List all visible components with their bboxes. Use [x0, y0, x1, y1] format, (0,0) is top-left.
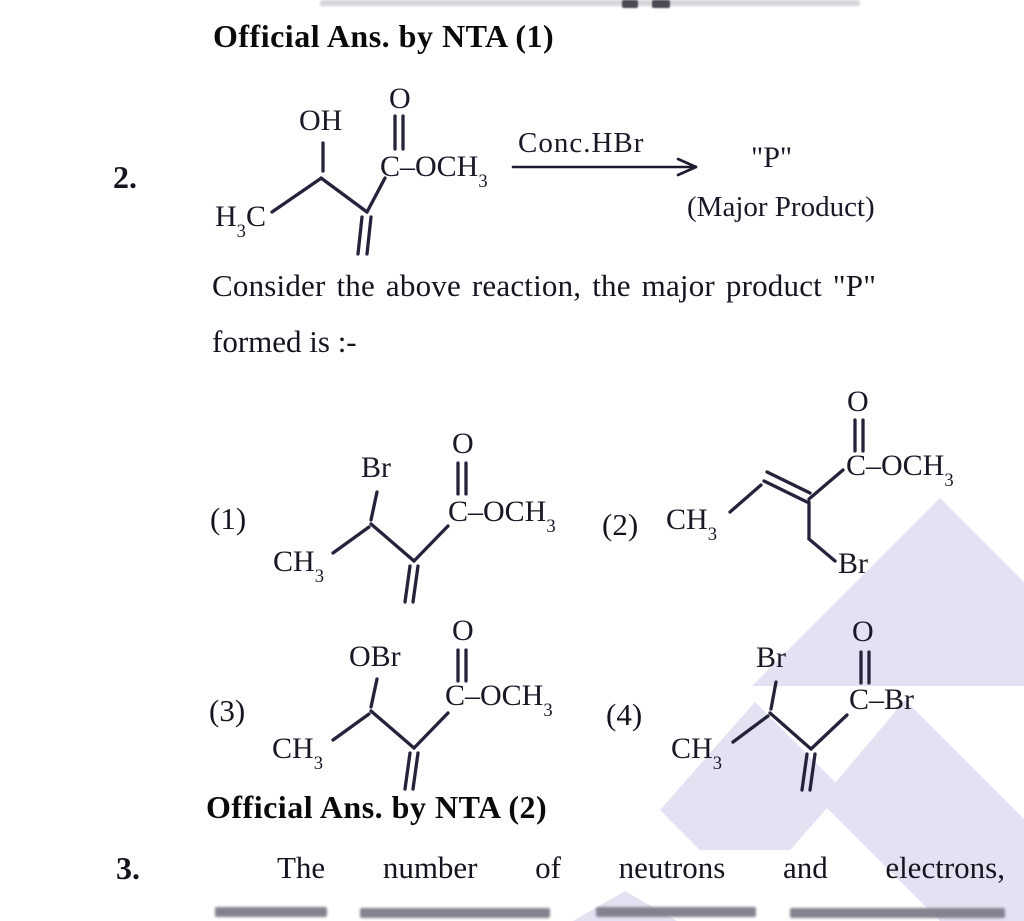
option-4-label: (4) [606, 697, 643, 732]
official-answer-heading-1: Official Ans. by NTA (1) [213, 18, 555, 54]
question-3-number: 3. [116, 850, 140, 886]
question-2-prompt-line-1: Consider the above reaction, the major p… [212, 268, 877, 303]
question-3-word: neutrons [618, 850, 726, 885]
reactant-methyl-label: H3C [215, 200, 266, 241]
methyl-subscript: 3 [313, 753, 323, 775]
option-2-bromo-label: Br [838, 549, 868, 579]
option-2-methyl-label: CH3 [666, 503, 717, 544]
o-text: O [389, 82, 411, 115]
ester-subscript: 3 [546, 516, 556, 538]
oh-text: OH [299, 104, 343, 137]
methyl-text: H [215, 200, 237, 233]
option-2-structure [728, 418, 865, 563]
cropped-text-fragment-bottom [360, 908, 550, 918]
option-2-carbonyl-oxygen-label: O [847, 387, 869, 417]
ester-subscript: 3 [478, 171, 488, 193]
option-1-bromo-label: Br [361, 453, 391, 483]
option-1-methyl-label: CH3 [273, 545, 324, 586]
methyl-subscript: 3 [712, 753, 722, 775]
option-3-ester-group-label: C–OCH3 [445, 679, 553, 720]
br-text: Br [756, 641, 786, 674]
methyl-text: CH [671, 732, 713, 765]
ester-text: C–OCH [448, 495, 547, 528]
arrow-reagent-label: Conc.HBr [518, 127, 645, 159]
ester-text: C–OCH [445, 679, 544, 712]
option-1-ester-group-label: C–OCH3 [448, 495, 556, 536]
question-2-number: 2. [113, 159, 137, 195]
question-2-prompt-line-2: formed is :- [212, 324, 357, 359]
br-text: Br [361, 451, 391, 484]
br-text: Br [838, 547, 868, 580]
cbr-text: C–Br [849, 683, 915, 716]
option-3-label: (3) [209, 693, 246, 728]
option-4-bromo-label: Br [756, 643, 786, 673]
option-3-methyl-label: CH3 [272, 732, 323, 773]
option-3-carbonyl-oxygen-label: O [452, 616, 474, 646]
cropped-text-fragment-bottom [596, 907, 756, 917]
methyl-text-2: C [245, 200, 266, 233]
option-4-methyl-label: CH3 [671, 732, 722, 773]
product-note: (Major Product) [687, 191, 875, 223]
question-3-word: The [277, 850, 326, 885]
option-1-structure [331, 461, 468, 604]
o-text: O [852, 615, 874, 648]
cropped-text-fragment-bottom [215, 907, 327, 917]
watermark-band-right [820, 700, 1024, 921]
option-1-label: (1) [210, 501, 247, 536]
option-4-structure [731, 650, 871, 792]
methyl-subscript: 3 [707, 524, 717, 546]
option-2-ester-group-label: C–OCH3 [846, 449, 954, 490]
cropped-text-fragment-top [652, 0, 670, 8]
option-3-hypobromite-label: OBr [349, 642, 401, 672]
question-3-word: electrons, [885, 850, 1005, 885]
question-3-word: and [782, 850, 828, 885]
cropped-text-fragment-bottom [790, 908, 1005, 918]
question-3-word: of [535, 850, 561, 885]
product-symbol: "P" [751, 141, 793, 174]
o-text: O [847, 385, 869, 418]
reaction-arrow [511, 157, 698, 177]
watermark-chevron-apex [752, 498, 1024, 686]
question-3-text-line: The number of neutrons and electrons, [277, 850, 1005, 885]
reactant-ester-group-label: C–OCH3 [380, 150, 488, 191]
reactant-structure [270, 114, 405, 256]
option-4-acyl-bromide-label: C–Br [849, 685, 914, 715]
official-answer-heading-2: Official Ans. by NTA (2) [206, 789, 548, 825]
option-1-carbonyl-oxygen-label: O [452, 429, 474, 459]
question-3-word: number [382, 850, 478, 885]
ester-subscript: 3 [543, 700, 553, 722]
obr-text: OBr [349, 640, 401, 673]
cropped-text-fragment-top [622, 0, 638, 8]
ester-text: C–OCH [380, 150, 479, 183]
option-4-carbonyl-oxygen-label: O [852, 617, 874, 647]
option-3-structure [331, 648, 468, 791]
ester-subscript: 3 [944, 470, 954, 492]
methyl-text: CH [272, 732, 314, 765]
o-text: O [452, 427, 474, 460]
methyl-text: CH [273, 545, 315, 578]
methyl-subscript: 3 [236, 221, 246, 243]
methyl-subscript: 3 [314, 566, 324, 588]
methyl-text: CH [666, 503, 708, 536]
cropped-text-fragment-top [320, 0, 860, 6]
option-2-label: (2) [602, 507, 639, 542]
o-text: O [452, 614, 474, 647]
ester-text: C–OCH [846, 449, 945, 482]
reactant-carbonyl-oxygen-label: O [389, 84, 411, 114]
watermark-band-left [660, 702, 843, 850]
reactant-hydroxyl-label: OH [299, 106, 342, 136]
